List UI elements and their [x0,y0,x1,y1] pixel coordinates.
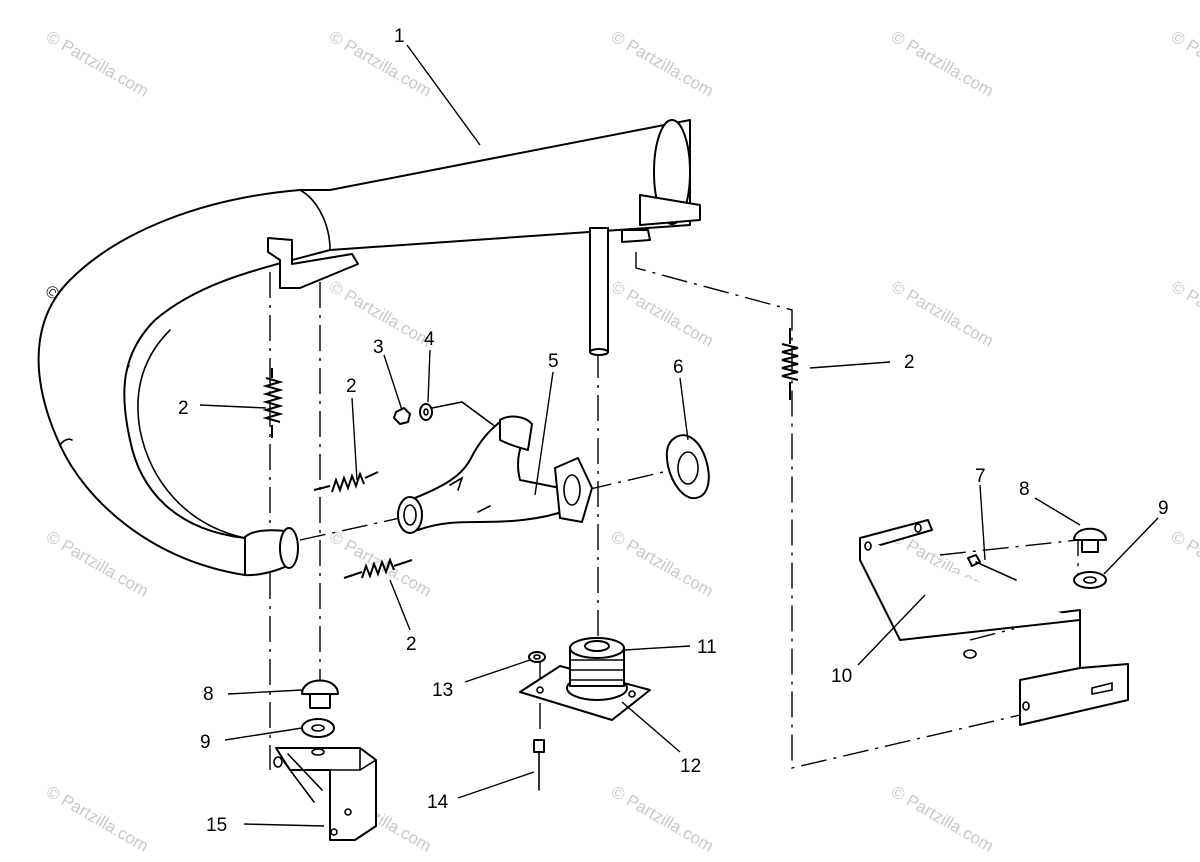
callouts: 1 2 2 2 2 3 4 5 6 7 8 8 9 9 10 11 12 13 … [178,26,1169,836]
callout-7: 7 [975,466,986,487]
callout-11: 11 [697,637,717,658]
callout-2: 2 [904,352,915,373]
stud-and-nut [528,651,546,791]
callout-10: 10 [831,666,852,687]
watermark: © Partzilla.com [326,27,435,101]
spring-left-vertical [262,368,284,438]
callout-2: 2 [406,634,417,655]
callout-15: 15 [206,815,227,836]
watermark: © Partzilla.com [608,277,717,351]
watermark: © Partzilla.com [608,527,717,601]
callout-6: 6 [673,357,684,378]
callout-5: 5 [548,351,559,372]
gasket [665,434,710,500]
watermark: © Partzilla.com [1168,527,1200,601]
callout-4: 4 [424,329,435,350]
callout-8: 8 [203,684,214,705]
watermark: © Partzilla.com [888,277,997,351]
watermark: © Partzilla.com [1168,277,1200,351]
callout-2: 2 [178,398,189,419]
nut-and-washer [393,401,501,431]
spring-center-lower [343,557,413,579]
washer-right [1073,571,1107,589]
spring-right-vertical [781,328,799,400]
callout-2: 2 [346,376,357,397]
washer-left [301,718,335,738]
y-pipe [397,415,593,534]
callout-8: 8 [1019,479,1030,500]
watermark: © Partzilla.com [888,782,997,856]
spring-center-diagonal [313,471,379,493]
callout-14: 14 [427,792,449,813]
bolt [967,554,1017,581]
watermark: © Partzilla.com [43,527,152,601]
watermark: © Partzilla.com [608,27,717,101]
watermark: © Partzilla.com [43,27,152,101]
callout-1: 1 [394,26,405,47]
rubber-bumper-left [301,679,339,709]
rubber-mount [519,637,651,721]
callout-9: 9 [1158,498,1169,519]
callout-9: 9 [200,732,211,753]
callout-3: 3 [373,337,384,358]
leader-lines [199,44,1159,827]
callout-13: 13 [432,680,453,701]
muffler-assembly [37,119,701,577]
exhaust-springs [262,328,799,579]
alignment-lines [269,252,1081,770]
watermark: © Partzilla.com [888,27,997,101]
left-bracket [273,747,377,841]
callout-12: 12 [680,756,701,777]
rubber-bumper-right [1073,527,1107,553]
right-bracket [859,519,1129,726]
watermark: © Partzilla.com [608,782,717,856]
watermark: © Partzilla.com [43,782,152,856]
watermark: © Partzilla.com [1168,27,1200,101]
